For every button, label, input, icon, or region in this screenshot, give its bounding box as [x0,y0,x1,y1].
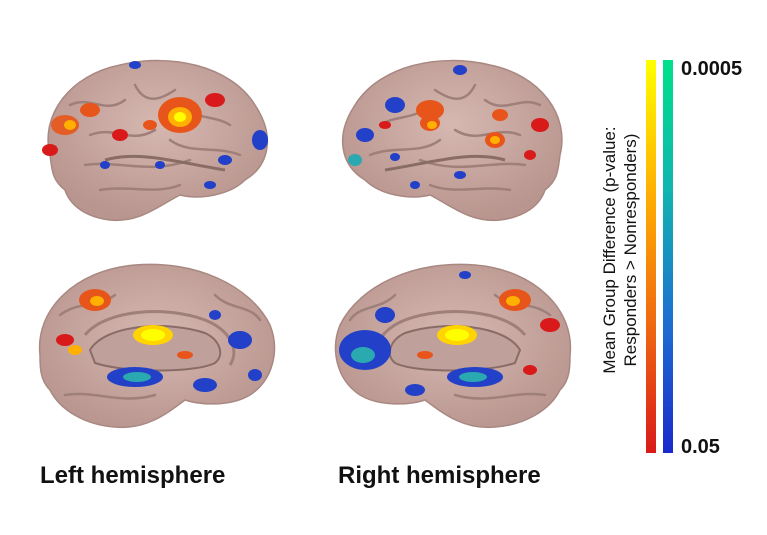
brain-right-lateral [341,59,563,222]
colorbar-max-label: 0.0005 [681,58,743,80]
brain-left-lateral [42,59,269,222]
colorbar-title: Mean Group Difference (p-value: Responde… [599,80,641,420]
cool-colorbar [663,60,673,453]
right-hemisphere-label: Right hemisphere [338,462,541,489]
colorbar-min-label: 0.05 [681,436,720,458]
brain-left-medial [38,263,276,429]
colorbar-title-line2: Responders > Nonresponders) [621,133,640,367]
brain-right-medial [334,263,572,429]
warm-colorbar [646,60,656,453]
left-hemisphere-label: Left hemisphere [40,462,226,489]
colorbar-title-line1: Mean Group Difference (p-value: [600,126,619,374]
